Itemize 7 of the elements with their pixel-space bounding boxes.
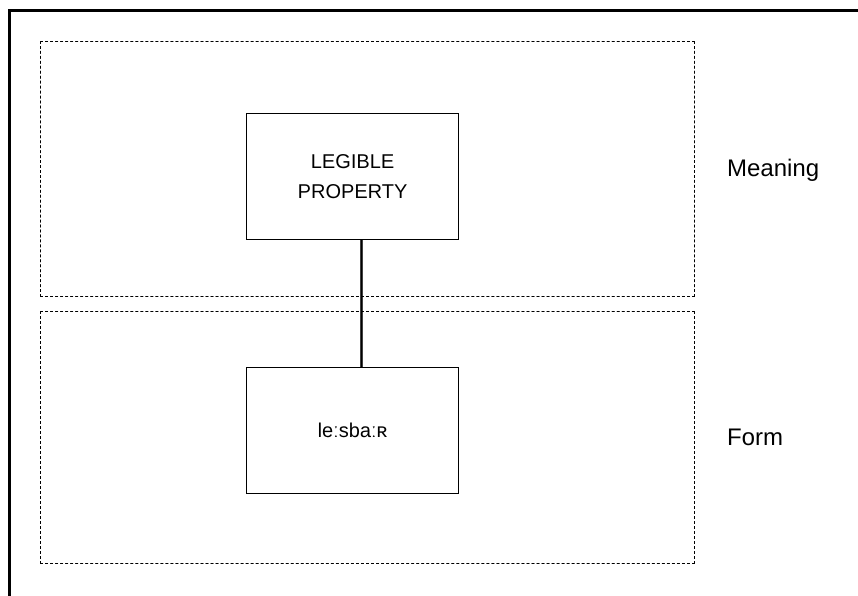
box-label: leːsbaːʀ: [318, 418, 388, 444]
region-heading: Meaning: [727, 154, 820, 184]
box-label: LEGIBLE PROPERTY: [296, 150, 408, 204]
text-box: [246, 113, 459, 240]
region-heading: Form: [727, 422, 783, 452]
connector-line: [360, 240, 363, 367]
text-box: [246, 367, 459, 494]
